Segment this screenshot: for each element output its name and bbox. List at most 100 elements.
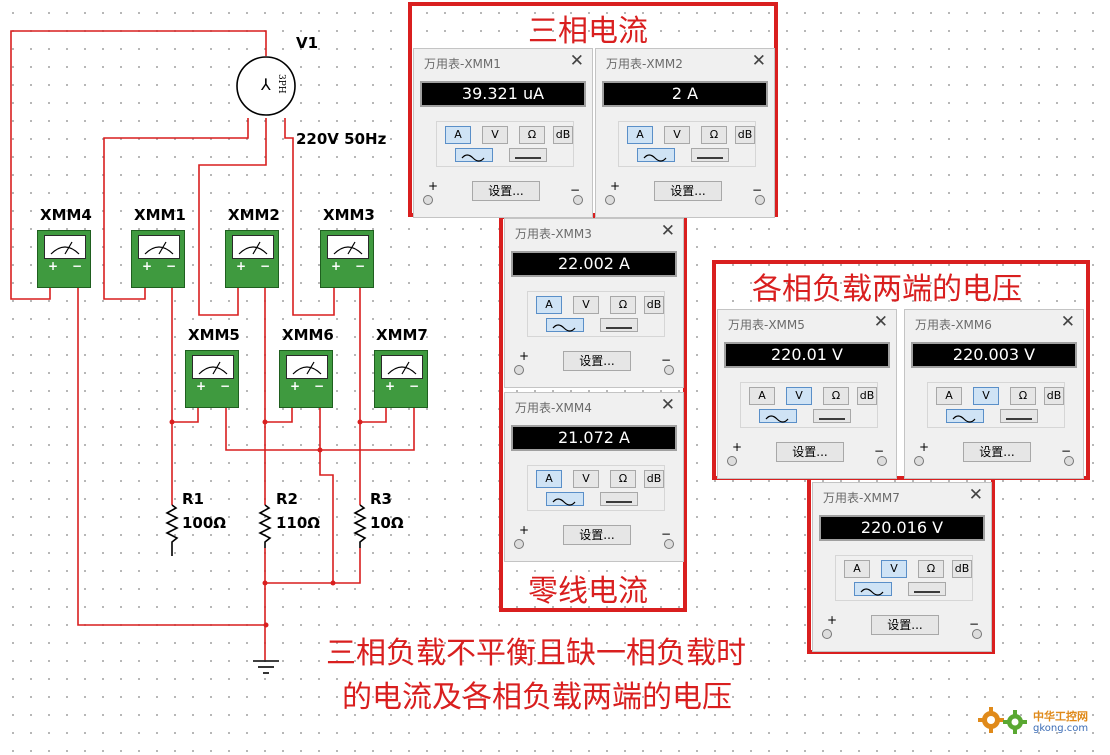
ac-wave-button[interactable] [854, 582, 892, 596]
mode-button-ohm[interactable]: Ω [701, 126, 727, 144]
dc-wave-button[interactable] [813, 409, 851, 423]
settings-button[interactable]: 设置... [963, 442, 1031, 462]
mode-button-a[interactable]: A [536, 470, 562, 488]
meter-symbol-xmm6[interactable]: +− [279, 350, 333, 408]
mode-button-db[interactable]: dB [952, 560, 972, 578]
mode-button-a[interactable]: A [627, 126, 653, 144]
mode-button-db[interactable]: dB [735, 126, 755, 144]
mode-button-v[interactable]: V [664, 126, 690, 144]
minus-terminal[interactable] [972, 629, 982, 639]
mode-button-db[interactable]: dB [1044, 387, 1064, 405]
mode-button-a[interactable]: A [844, 560, 870, 578]
meter-label-xmm6: XMM6 [282, 326, 334, 344]
mode-button-db[interactable]: dB [644, 470, 664, 488]
close-icon[interactable]: ✕ [968, 485, 983, 505]
meter-symbol-xmm7[interactable]: +− [374, 350, 428, 408]
meter-symbol-xmm5[interactable]: +− [185, 350, 239, 408]
multimeter-window-xmm7[interactable]: 万用表-XMM7 ✕ 220.016 V A V Ω dB 设置... + − [812, 482, 992, 652]
dc-wave-button[interactable] [908, 582, 946, 596]
mode-panel: A V Ω dB [927, 382, 1065, 428]
settings-button[interactable]: 设置... [871, 615, 939, 635]
minus-terminal[interactable] [573, 195, 583, 205]
mode-button-a[interactable]: A [536, 296, 562, 314]
mode-button-a[interactable]: A [936, 387, 962, 405]
mode-button-v[interactable]: V [973, 387, 999, 405]
meter-symbol-xmm2[interactable]: +− [225, 230, 279, 288]
minus-terminal[interactable] [1064, 456, 1074, 466]
mode-button-a[interactable]: A [749, 387, 775, 405]
minus-terminal[interactable] [755, 195, 765, 205]
close-icon[interactable]: ✕ [1060, 312, 1075, 332]
multimeter-window-xmm1[interactable]: 万用表-XMM1 ✕ 39.321 uA A V Ω dB 设置... + − [413, 48, 593, 218]
mode-button-v[interactable]: V [573, 470, 599, 488]
multimeter-window-xmm3[interactable]: 万用表-XMM3 ✕ 22.002 A A V Ω dB 设置... + − [504, 218, 684, 388]
mode-button-v[interactable]: V [786, 387, 812, 405]
settings-button[interactable]: 设置... [654, 181, 722, 201]
close-icon[interactable]: ✕ [873, 312, 888, 332]
mode-button-v[interactable]: V [881, 560, 907, 578]
minus-terminal[interactable] [664, 365, 674, 375]
minus-terminal-label: − [660, 527, 671, 541]
mode-button-ohm[interactable]: Ω [610, 470, 636, 488]
dc-wave-button[interactable] [691, 148, 729, 162]
plus-terminal-label: + [519, 523, 530, 537]
window-title: 万用表-XMM1 [424, 57, 501, 71]
settings-button[interactable]: 设置... [563, 351, 631, 371]
plus-terminal[interactable] [514, 539, 524, 549]
site-watermark: 中华工控网 gkong.com [975, 698, 1103, 742]
plus-terminal[interactable] [514, 365, 524, 375]
mode-button-ohm[interactable]: Ω [918, 560, 944, 578]
plus-terminal[interactable] [822, 629, 832, 639]
meter-symbol-xmm4[interactable]: +− [37, 230, 91, 288]
meter-symbol-xmm1[interactable]: +− [131, 230, 185, 288]
plus-terminal[interactable] [727, 456, 737, 466]
multimeter-window-xmm6[interactable]: 万用表-XMM6 ✕ 220.003 V A V Ω dB 设置... + − [904, 309, 1084, 479]
mode-button-ohm[interactable]: Ω [610, 296, 636, 314]
minus-terminal-label: − [1060, 444, 1071, 458]
minus-terminal[interactable] [877, 456, 887, 466]
ac-wave-button[interactable] [546, 318, 584, 332]
settings-button[interactable]: 设置... [472, 181, 540, 201]
meter-symbol-xmm3[interactable]: +− [320, 230, 374, 288]
dc-wave-button[interactable] [600, 492, 638, 506]
settings-button[interactable]: 设置... [776, 442, 844, 462]
mode-button-db[interactable]: dB [857, 387, 877, 405]
plus-terminal-label: + [428, 179, 439, 193]
close-icon[interactable]: ✕ [660, 221, 675, 241]
ac-wave-button[interactable] [546, 492, 584, 506]
meter-plus: + [196, 379, 207, 393]
plus-terminal[interactable] [423, 195, 433, 205]
mode-button-a[interactable]: A [445, 126, 471, 144]
plus-terminal[interactable] [914, 456, 924, 466]
multimeter-window-xmm2[interactable]: 万用表-XMM2 ✕ 2 A A V Ω dB 设置... + − [595, 48, 775, 218]
dc-wave-button[interactable] [509, 148, 547, 162]
ac-wave-button[interactable] [637, 148, 675, 162]
meter-plus: + [290, 379, 301, 393]
svg-text:⅄: ⅄ [260, 75, 271, 94]
source-spec: 220V 50Hz [296, 130, 387, 148]
multimeter-window-xmm4[interactable]: 万用表-XMM4 ✕ 21.072 A A V Ω dB 设置... + − [504, 392, 684, 562]
mode-button-v[interactable]: V [573, 296, 599, 314]
settings-button[interactable]: 设置... [563, 525, 631, 545]
mode-button-db[interactable]: dB [553, 126, 573, 144]
window-title: 万用表-XMM5 [728, 318, 805, 332]
dc-wave-button[interactable] [600, 318, 638, 332]
mode-button-v[interactable]: V [482, 126, 508, 144]
ac-wave-button[interactable] [946, 409, 984, 423]
mode-button-db[interactable]: dB [644, 296, 664, 314]
ac-wave-button[interactable] [455, 148, 493, 162]
mode-button-ohm[interactable]: Ω [1010, 387, 1036, 405]
close-icon[interactable]: ✕ [569, 51, 584, 71]
close-icon[interactable]: ✕ [751, 51, 766, 71]
mode-button-ohm[interactable]: Ω [823, 387, 849, 405]
dc-wave-button[interactable] [1000, 409, 1038, 423]
minus-terminal[interactable] [664, 539, 674, 549]
plus-terminal[interactable] [605, 195, 615, 205]
ac-wave-button[interactable] [759, 409, 797, 423]
multimeter-window-xmm5[interactable]: 万用表-XMM5 ✕ 220.01 V A V Ω dB 设置... + − [717, 309, 897, 479]
mode-button-ohm[interactable]: Ω [519, 126, 545, 144]
window-title: 万用表-XMM7 [823, 491, 900, 505]
close-icon[interactable]: ✕ [660, 395, 675, 415]
mode-panel: A V Ω dB [740, 382, 878, 428]
reading-display: 220.01 V [724, 342, 890, 368]
